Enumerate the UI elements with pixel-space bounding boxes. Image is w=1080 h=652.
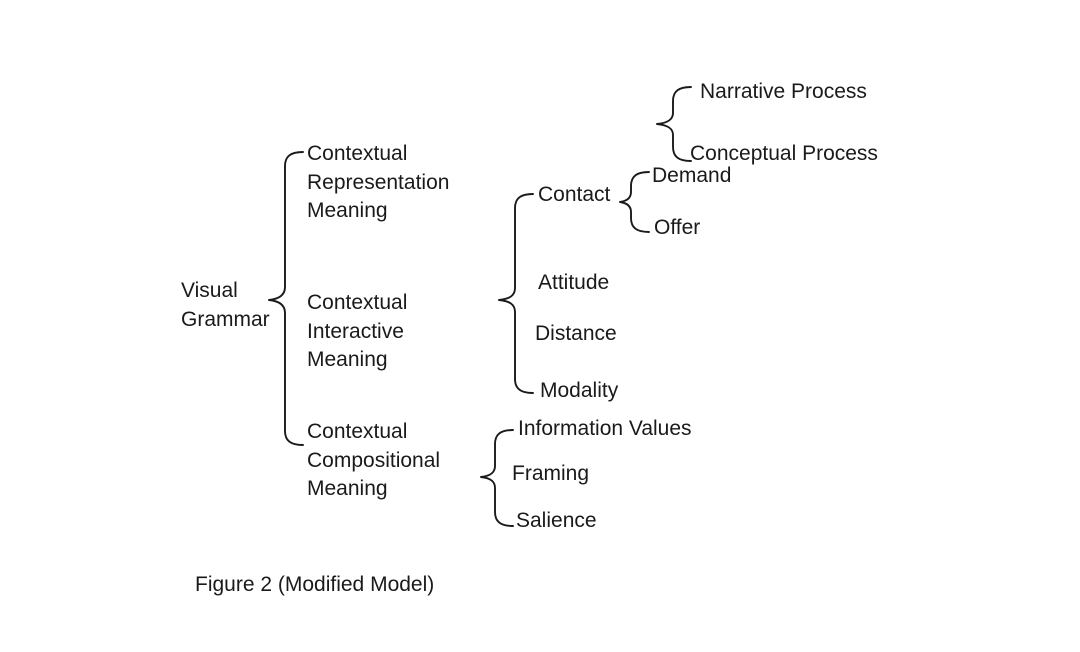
- node-distance: Distance: [535, 322, 617, 345]
- node-salience: Salience: [516, 509, 597, 532]
- node-attitude: Attitude: [538, 271, 610, 294]
- brace-interactive-children: [498, 193, 534, 394]
- brace-compositional-children: [480, 429, 514, 527]
- node-information-values: Information Values: [518, 417, 692, 440]
- node-framing: Framing: [512, 462, 590, 485]
- node-visual-grammar: Visual Grammar: [181, 279, 270, 331]
- node-modality: Modality: [540, 379, 619, 402]
- node-demand: Demand: [652, 164, 732, 187]
- node-contextual-representation-meaning: Contextual Representation Meaning: [307, 142, 450, 222]
- figure-caption: Figure 2 (Modified Model): [195, 573, 435, 596]
- node-offer: Offer: [654, 216, 701, 239]
- node-contact: Contact: [538, 183, 611, 206]
- node-conceptual-process: Conceptual Process: [690, 142, 878, 165]
- node-contextual-compositional-meaning: Contextual Compositional Meaning: [307, 420, 441, 500]
- brace-contact-children: [619, 171, 650, 233]
- brace-visual-grammar: [268, 151, 304, 446]
- node-narrative-process: Narrative Process: [700, 80, 867, 103]
- brace-representation-children: [656, 86, 692, 162]
- node-contextual-interactive-meaning: Contextual Interactive Meaning: [307, 291, 408, 371]
